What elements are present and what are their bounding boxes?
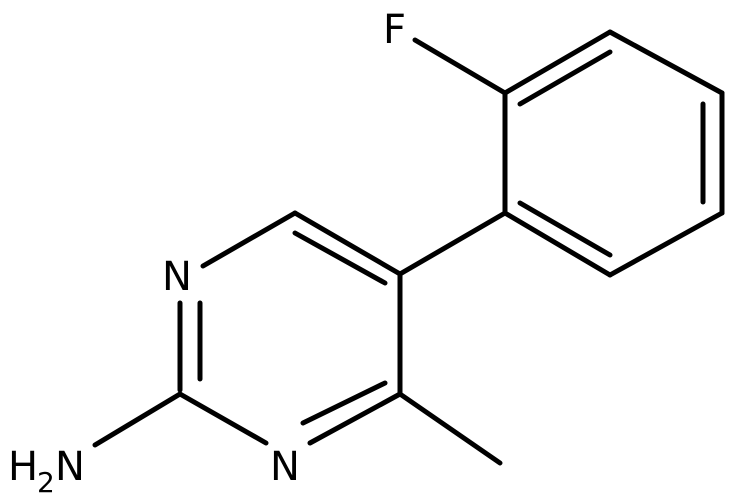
pyrimidine-ring bbox=[177, 210, 403, 446]
bond-c1-fluorine bbox=[412, 37, 508, 96]
bond-c5-c6-inner bbox=[517, 200, 613, 258]
ring-nitrogen-top-label: N bbox=[162, 254, 192, 300]
bond-c5-c6-pyr-inner bbox=[292, 230, 388, 286]
amine-hydrogen-label: H bbox=[8, 444, 38, 490]
fluorine-atom-label: F bbox=[383, 7, 406, 53]
bond-c4-c5 bbox=[607, 210, 725, 278]
bond-c5-c6 bbox=[502, 210, 613, 278]
bond-c1-c2-inner bbox=[517, 49, 613, 107]
bond-c4-methyl bbox=[397, 391, 503, 466]
bond-aryl-pyrimidine bbox=[397, 210, 508, 277]
bond-c2-amine bbox=[92, 391, 183, 448]
bond-c6-n1 bbox=[200, 210, 298, 269]
bond-c2-c3 bbox=[607, 29, 725, 96]
amine-nitrogen-label: N bbox=[55, 444, 85, 490]
ring-nitrogen-bottom-label: N bbox=[270, 444, 300, 490]
bond-n3-c4 bbox=[307, 391, 403, 446]
amine-hydrogen-count-label: 2 bbox=[37, 466, 55, 498]
bond-c5-c6-pyr bbox=[292, 210, 403, 277]
bond-c1-c2 bbox=[502, 29, 613, 96]
bond-c2-n3 bbox=[177, 391, 269, 446]
bond-n3-c4-inner bbox=[300, 380, 388, 426]
phenyl-ring bbox=[502, 29, 725, 278]
